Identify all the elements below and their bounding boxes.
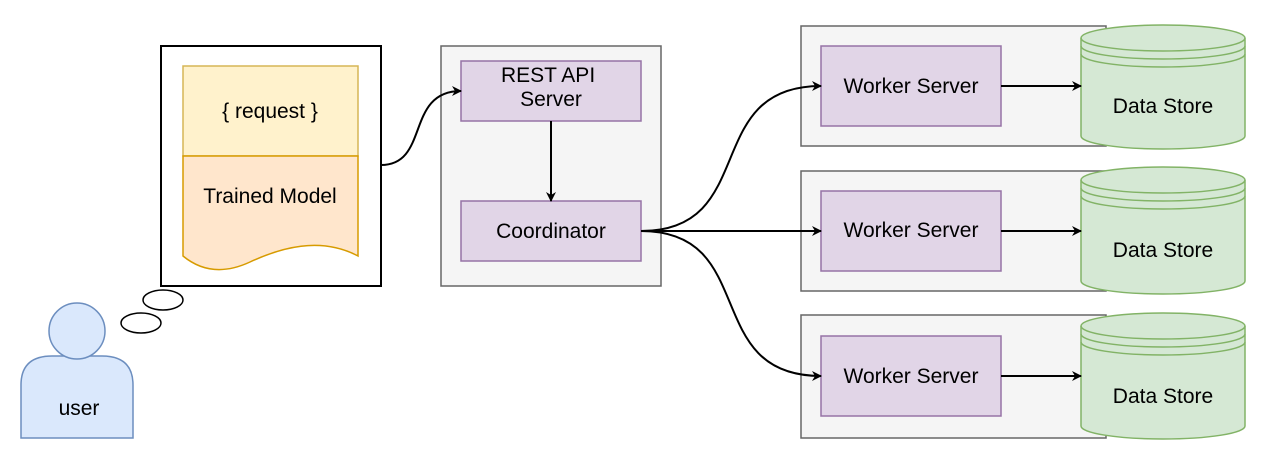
data-store-label-2: Data Store (1113, 239, 1213, 262)
data-store-ring-1b (1080, 45, 1246, 60)
data-store-ring-1a (1080, 37, 1246, 52)
rest-api-label: REST API Server (501, 64, 601, 111)
data-store-1: Data Store (1080, 24, 1246, 150)
data-store-ring-2b (1080, 187, 1246, 202)
data-store-3: Data Store (1080, 312, 1246, 440)
request-label: { request } (222, 100, 318, 123)
data-store-cylinder-1 (1080, 24, 1246, 150)
data-store-label-3: Data Store (1113, 385, 1213, 408)
data-store-ring-2a (1080, 179, 1246, 194)
data-store-label-1: Data Store (1113, 95, 1213, 118)
worker-server-box-3 (820, 335, 1002, 417)
rest-api-label-line1: REST API (501, 64, 595, 87)
trained-model-document (182, 155, 359, 271)
rest-api-server-box (460, 60, 642, 122)
thought-bubble-small (120, 312, 162, 334)
worker-server-label-3: Worker Server (844, 365, 979, 388)
rest-api-label-line2: Server (520, 88, 582, 111)
data-store-ring-3c (1080, 341, 1246, 356)
thought-bubble-large (142, 289, 184, 311)
data-store-ring-2c (1080, 195, 1246, 210)
connector-coordinator-to-worker-1 (640, 81, 822, 232)
worker-server-label-1: Worker Server (844, 75, 979, 98)
user-actor: user (20, 302, 134, 439)
data-store-cylinder-3 (1080, 312, 1246, 440)
user-label: user (59, 397, 100, 420)
data-store-ring-1c (1080, 53, 1246, 68)
worker-server-box-2 (820, 190, 1002, 272)
connector-coordinator-to-worker-3 (640, 230, 822, 381)
trained-model-label: Trained Model (203, 185, 336, 208)
user-head-icon (48, 302, 106, 360)
coordinator-box (460, 200, 642, 262)
data-store-ring-3a (1080, 325, 1246, 340)
request-box (182, 65, 359, 157)
data-store-cylinder-2 (1080, 166, 1246, 295)
user-body (20, 355, 134, 439)
data-store-2: Data Store (1080, 166, 1246, 295)
worker-server-label-2: Worker Server (844, 219, 979, 242)
coordinator-label: Coordinator (496, 220, 606, 243)
data-store-ring-3b (1080, 333, 1246, 348)
connector-model-to-api (380, 86, 462, 166)
